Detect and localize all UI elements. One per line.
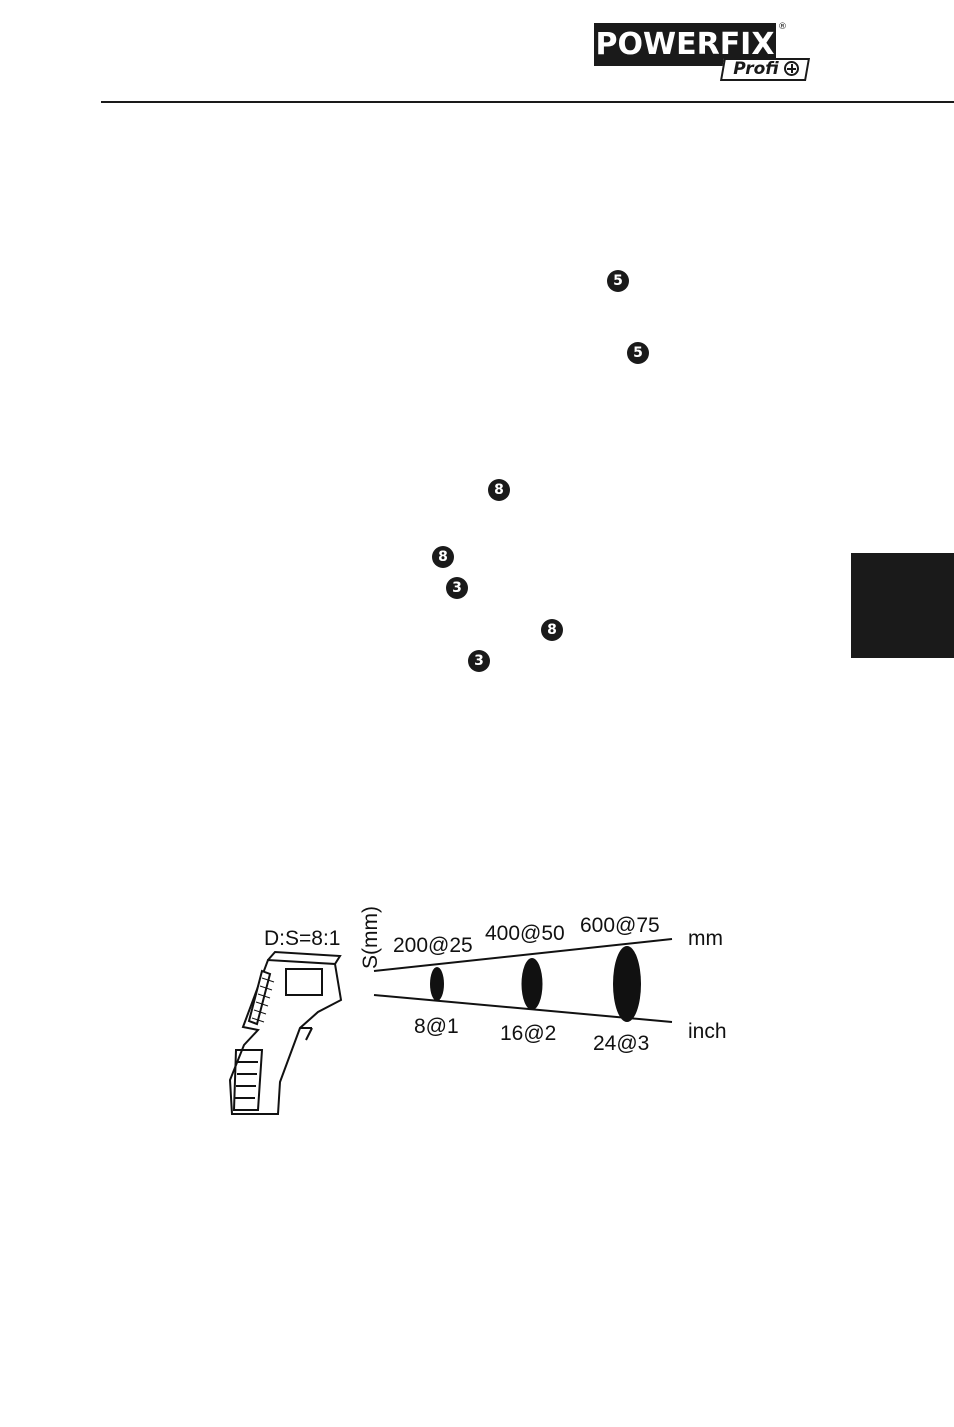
brand-logo: POWERFIX bbox=[594, 23, 776, 66]
marker-8: 8 bbox=[488, 479, 510, 501]
axis-label: S(mm) bbox=[359, 906, 382, 969]
unit-mm-label: mm bbox=[688, 927, 723, 950]
beam-top-line bbox=[373, 938, 673, 972]
plus-circle-icon bbox=[784, 61, 799, 76]
spot-ellipse-medium bbox=[521, 958, 543, 1010]
top-label-3: 600@75 bbox=[580, 914, 660, 937]
spot-ellipse-small bbox=[430, 967, 444, 1001]
spot-ellipse-large bbox=[613, 946, 641, 1022]
marker-3: 3 bbox=[468, 650, 490, 672]
top-label-1: 200@25 bbox=[393, 934, 473, 957]
bottom-label-3: 24@3 bbox=[593, 1032, 649, 1055]
registered-mark: ® bbox=[778, 22, 787, 32]
ir-thermometer-icon bbox=[228, 950, 343, 1115]
marker-5: 5 bbox=[627, 342, 649, 364]
side-tab bbox=[851, 553, 954, 658]
marker-8: 8 bbox=[541, 619, 563, 641]
ratio-label: D:S=8:1 bbox=[264, 927, 340, 950]
unit-inch-label: inch bbox=[688, 1020, 727, 1043]
header-rule bbox=[101, 101, 954, 103]
top-label-2: 400@50 bbox=[485, 922, 565, 945]
logo-sub-label: Profi bbox=[733, 59, 779, 79]
marker-5: 5 bbox=[607, 270, 629, 292]
marker-8: 8 bbox=[432, 546, 454, 568]
bottom-label-1: 8@1 bbox=[414, 1015, 459, 1038]
marker-3: 3 bbox=[446, 577, 468, 599]
bottom-label-2: 16@2 bbox=[500, 1022, 556, 1045]
